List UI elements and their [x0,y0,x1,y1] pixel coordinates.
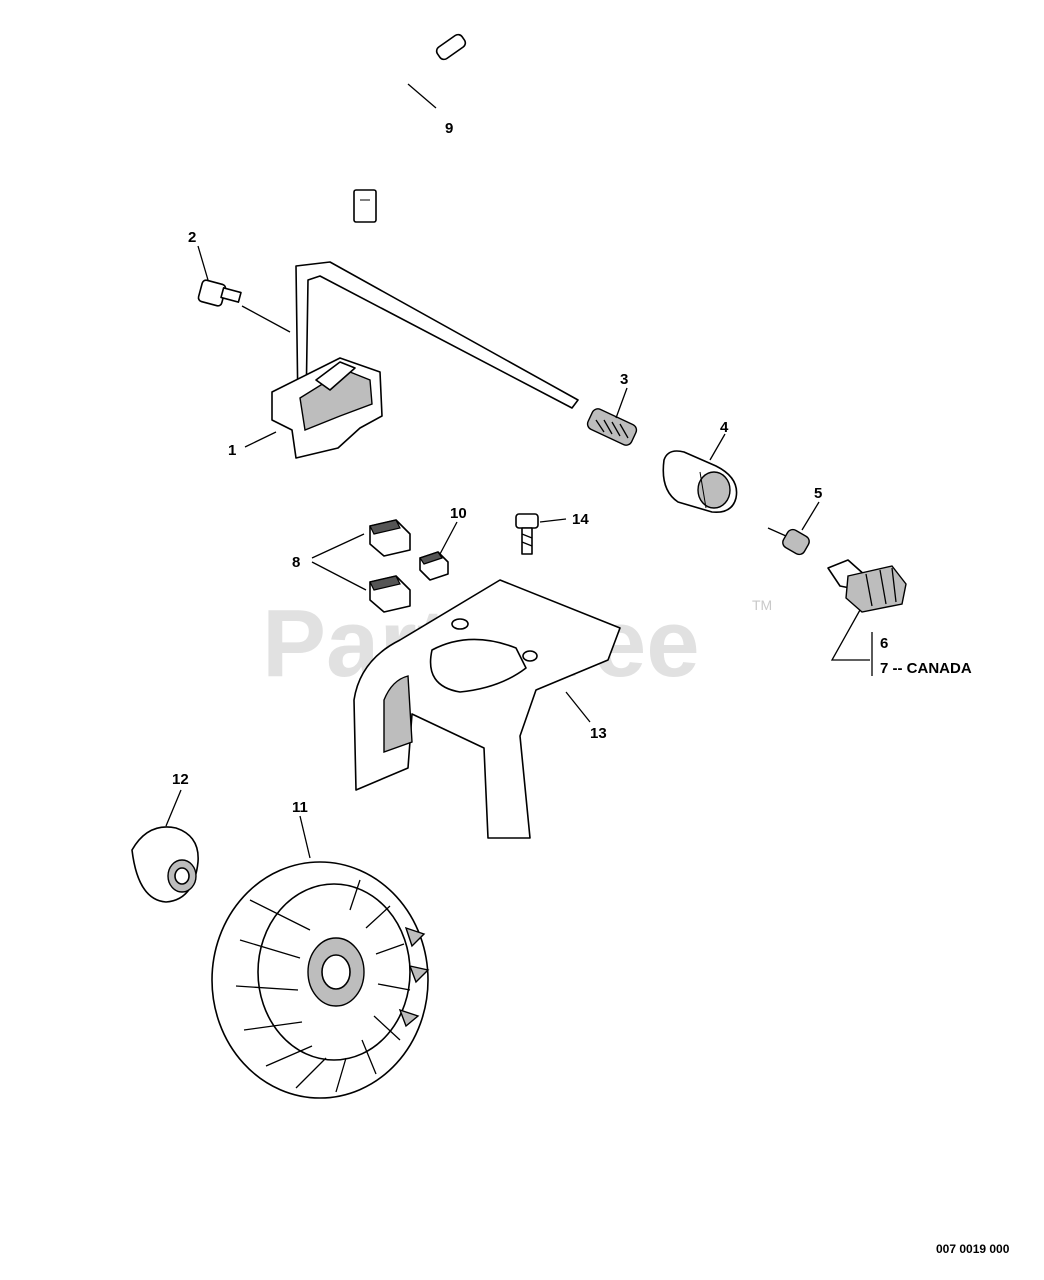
watermark-trademark: TM [752,597,772,613]
callout-14: 14 [572,511,589,528]
drawing-code: 007 0019 000 [936,1242,1010,1256]
part-13-shield [353,579,621,839]
part-6-spark-plug [827,559,907,613]
callout-4: 4 [720,419,729,436]
callout-5: 5 [814,485,822,502]
part-5-spring [767,527,810,556]
callout-8: 8 [292,554,300,571]
part-4-plug-boot [662,450,738,514]
part-11-flywheel [211,861,430,1099]
callout-13: 13 [590,725,607,742]
callout-11: 11 [292,799,308,816]
part-9-spark-plug-wire [353,33,467,223]
callout-6: 6 [880,635,888,652]
callout-10: 10 [450,505,467,522]
part-3-spring [586,408,638,446]
callout-3: 3 [620,371,628,388]
callout-2: 2 [188,229,196,246]
part-12-collar [131,826,199,903]
part-8-grommets [369,519,411,613]
callout-leaders [165,83,873,859]
callout-12: 12 [172,771,189,788]
part-1-ignition-coil [271,261,579,459]
callout-9: 9 [445,120,453,137]
part-2-screw [197,279,291,333]
part-14-bolt [515,513,539,555]
callout-7: 7 -- CANADA [880,660,972,677]
callout-1: 1 [228,442,236,459]
part-10-grommet [419,551,449,581]
